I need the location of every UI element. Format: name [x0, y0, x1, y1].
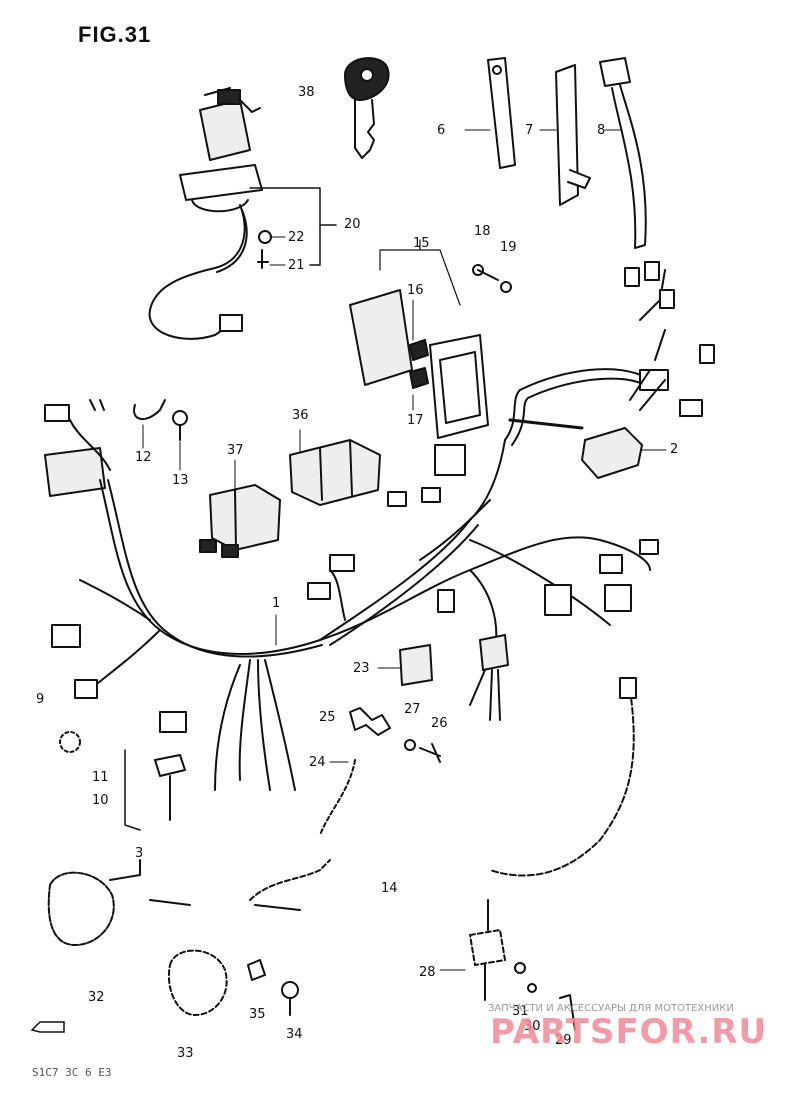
label-21: 21: [288, 258, 305, 273]
label-22: 22: [288, 230, 305, 245]
ignition-key: [344, 57, 390, 159]
label-9: 9: [36, 692, 45, 707]
label-20: 20: [344, 217, 361, 232]
label-7: 7: [525, 123, 534, 138]
label-26: 26: [431, 716, 448, 731]
switch-28: [439, 899, 506, 1001]
label-36: 36: [292, 408, 309, 423]
label-25: 25: [319, 710, 336, 725]
label-12: 12: [135, 450, 152, 465]
label-18: 18: [474, 224, 491, 239]
label-8: 8: [597, 123, 606, 138]
label-29: 29: [555, 1033, 572, 1048]
label-10: 10: [92, 793, 109, 808]
screws-29-31: [514, 962, 576, 1031]
band-7: [539, 64, 591, 206]
label-35: 35: [249, 1007, 266, 1022]
label-2: 2: [670, 442, 679, 457]
label-15: 15: [413, 236, 430, 251]
unit-36: [289, 429, 381, 506]
footer-code: S1C7 3C 6 E3: [32, 1066, 112, 1079]
unit-37: [199, 459, 281, 558]
bolt-13: [172, 410, 188, 471]
figure-title: FIG.31: [78, 22, 152, 47]
label-33: 33: [177, 1046, 194, 1061]
starter-relay: [47, 859, 191, 946]
label-31: 31: [512, 1004, 529, 1019]
label-16: 16: [407, 283, 424, 298]
harness-connectors: [51, 261, 715, 733]
watermark-brand: PARTSFOR.RU: [490, 1012, 768, 1052]
bolt-26: [404, 739, 441, 763]
label-6: 6: [437, 123, 446, 138]
label-11: 11: [92, 770, 109, 785]
bolt-34: [281, 981, 299, 1016]
label-27: 27: [404, 702, 421, 717]
label-13: 13: [172, 473, 189, 488]
watermark-subtitle: ЗАПЧАСТИ И АКСЕССУАРЫ ДЛЯ МОТОТЕХНИКИ: [488, 1003, 734, 1014]
switch-33: [167, 949, 266, 1016]
label-28: 28: [419, 965, 436, 980]
bracket-25: [349, 707, 391, 736]
label-23: 23: [353, 661, 370, 676]
label-3: 3: [135, 846, 144, 861]
label-17: 17: [407, 413, 424, 428]
harness-lead: [489, 677, 637, 877]
ignition-switch: [148, 87, 263, 340]
switch-23: [377, 644, 433, 686]
connector-14: [249, 859, 331, 911]
connector-9: [44, 399, 111, 497]
label-30: 30: [524, 1019, 541, 1034]
cable-tie-8: [599, 57, 647, 249]
strap-6: [464, 57, 516, 169]
label-32: 32: [88, 990, 105, 1005]
wire-24: [319, 759, 356, 836]
regulator-assembly: [349, 239, 512, 439]
label-38: 38: [298, 85, 315, 100]
bracket-12: [133, 399, 166, 449]
ignition-bracket: [249, 187, 337, 269]
label-14: 14: [381, 881, 398, 896]
label-24: 24: [309, 755, 326, 770]
label-34: 34: [286, 1027, 303, 1042]
lower-left-items: [59, 731, 186, 831]
relay-2: [508, 418, 667, 479]
label-37: 37: [227, 443, 244, 458]
forward-arrow-icon: [30, 1021, 65, 1033]
label-19: 19: [500, 240, 517, 255]
label-1: 1: [272, 596, 281, 611]
